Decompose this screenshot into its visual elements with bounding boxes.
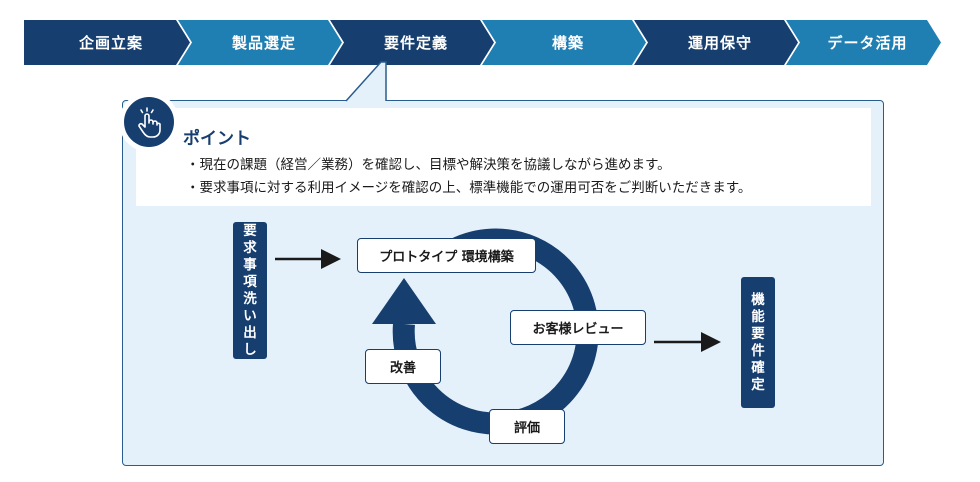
step-data-utilization: データ活用	[786, 20, 941, 65]
point-line: ・現在の課題（経営／業務）を確認し、目標や解決策を協議しながら進めます。	[186, 157, 671, 173]
point-box	[136, 108, 871, 206]
point-title: ポイント	[183, 129, 251, 149]
step-requirements-definition: 要件定義	[330, 20, 494, 65]
step-product-selection: 製品選定	[178, 20, 342, 65]
requirements-gathering-box: 要 求 事 項 洗 い 出 し	[233, 222, 267, 359]
prototype-label: プロトタイプ 環境構築	[357, 238, 536, 273]
improvement-label: 改善	[365, 349, 441, 384]
evaluation-label: 評価	[489, 409, 565, 444]
hand-pointer-icon	[138, 107, 161, 138]
step-planning: 企画立案	[24, 20, 190, 65]
process-steps: 企画立案 製品選定 要件定義 構築 運用保守 データ活用	[24, 20, 941, 65]
point-line: ・要求事項に対する利用イメージを確認の上、標準機能での運用可否をご判断いただきま…	[186, 180, 752, 196]
functional-requirements-box: 機 能 要 件 確 定	[741, 277, 775, 408]
customer-review-label: お客様レビュー	[510, 310, 646, 345]
step-construction: 構築	[482, 20, 646, 65]
point-badge	[119, 92, 179, 152]
step-operation-maintenance: 運用保守	[634, 20, 798, 65]
